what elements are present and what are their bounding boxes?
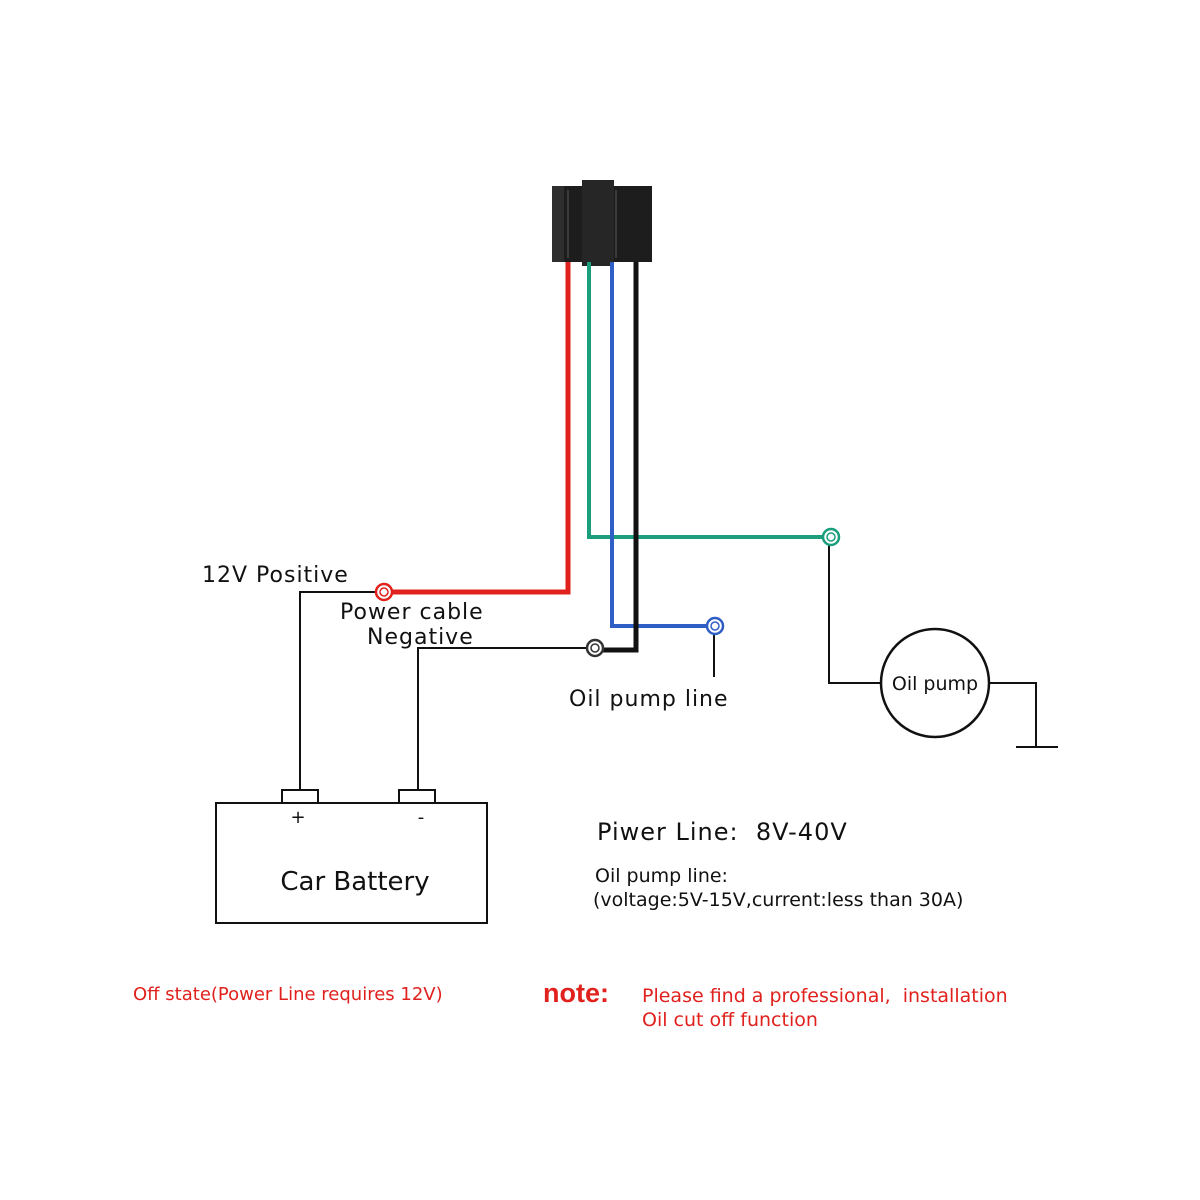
- relay-center-block: [582, 180, 614, 266]
- battery-negative-post: [398, 789, 436, 804]
- green-wire: [587, 262, 829, 539]
- negative-lead: [417, 647, 587, 790]
- red-wire: [391, 262, 571, 595]
- power-line-spec: Piwer Line: 8V-40V: [597, 818, 848, 846]
- note-label: note:: [543, 978, 609, 1008]
- oil-pump-symbol: [879, 627, 991, 739]
- relay-connector: [552, 180, 652, 266]
- positive-label: 12V Positive: [202, 563, 349, 588]
- battery-positive-post: [281, 789, 319, 804]
- negative-label: Negative: [367, 625, 474, 650]
- pump-feed-lead: [828, 545, 882, 684]
- oil-pump-label: Oil pump: [892, 673, 978, 695]
- power-cable-label: Power cable: [340, 600, 484, 625]
- battery-minus-sign: -: [418, 807, 425, 828]
- battery-plus-sign: +: [290, 807, 305, 828]
- off-state-note: Off state(Power Line requires 12V): [133, 984, 443, 1005]
- battery-label: Car Battery: [280, 867, 429, 897]
- black-wire: [603, 262, 639, 653]
- positive-terminal: [374, 582, 394, 602]
- battery-body: [215, 802, 488, 924]
- note-line-2: Oil cut off function: [642, 1009, 818, 1031]
- negative-terminal: [585, 638, 605, 658]
- relay-left-tab: [552, 186, 564, 262]
- oil-pump-line-label: Oil pump line: [569, 687, 729, 712]
- oil-pump-line-terminal: [705, 616, 725, 636]
- pump-feed-terminal: [821, 527, 841, 547]
- oil-pump-spec-detail: (voltage:5V-15V,current:less than 30A): [593, 889, 963, 911]
- note-line-1: Please find a professional, installation: [642, 985, 1008, 1007]
- blue-wire: [610, 262, 712, 628]
- positive-lead: [299, 591, 377, 790]
- oil-pump-spec-title: Oil pump line:: [595, 865, 728, 887]
- pump-ground-lead: [989, 682, 1037, 747]
